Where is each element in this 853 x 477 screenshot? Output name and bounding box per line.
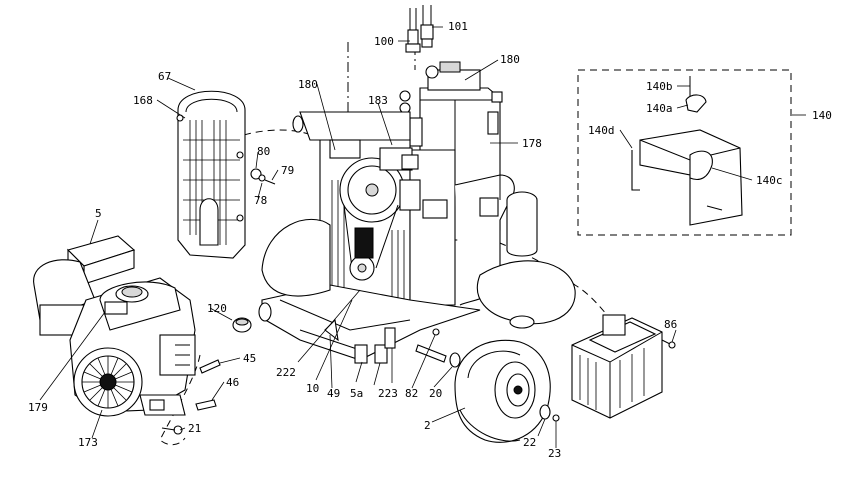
callout-86: 86	[664, 318, 677, 331]
callout-101: 101	[448, 20, 468, 33]
hose-fittings	[405, 5, 434, 53]
callout-2: 2	[424, 419, 431, 432]
callout-49: 49	[327, 387, 340, 400]
callout-5: 5	[95, 207, 102, 220]
engine	[33, 235, 196, 417]
callout-10: 10	[306, 382, 319, 395]
callout-140d: 140d	[588, 124, 615, 137]
callout-82: 82	[405, 387, 418, 400]
callout-179: 179	[28, 401, 48, 414]
callout-5a: 5a	[350, 387, 363, 400]
wheel-assembly	[415, 328, 560, 443]
mounting-hardware	[324, 318, 396, 364]
callout-178: 178	[522, 137, 542, 150]
callout-67: 67	[158, 70, 171, 83]
callout-78: 78	[254, 194, 267, 207]
callout-180: 180	[500, 53, 520, 66]
callout-120: 120	[207, 302, 227, 315]
belt-guard	[176, 90, 246, 259]
callout-180: 180	[298, 78, 318, 91]
callout-22: 22	[523, 436, 536, 449]
callout-46: 46	[226, 376, 239, 389]
leader-lines	[39, 26, 806, 448]
callout-222: 222	[276, 366, 296, 379]
callout-140b: 140b	[646, 80, 673, 93]
small-parts	[161, 317, 252, 435]
callout-223: 223	[378, 387, 398, 400]
frame	[258, 111, 576, 361]
callout-79: 79	[281, 164, 294, 177]
battery-box	[571, 314, 676, 419]
callout-45: 45	[243, 352, 256, 365]
callout-20: 20	[429, 387, 442, 400]
callout-100: 100	[374, 35, 394, 48]
callout-80: 80	[257, 145, 270, 158]
callout-labels: 100 101 180 180 67 168 183 178 80 79 78 …	[28, 20, 832, 460]
callout-140c: 140c	[756, 174, 783, 187]
callout-140a: 140a	[646, 102, 673, 115]
bolt-washer-set	[250, 168, 276, 185]
callout-168: 168	[133, 94, 153, 107]
detail-box-140	[577, 69, 792, 236]
callout-23: 23	[548, 447, 561, 460]
callout-21: 21	[188, 422, 201, 435]
frame-vent-slots	[331, 180, 405, 300]
battery-box-ribs	[579, 348, 645, 410]
callout-173: 173	[78, 436, 98, 449]
callout-140: 140	[812, 109, 832, 122]
pulley-belt	[329, 139, 421, 281]
callout-183: 183	[368, 94, 388, 107]
